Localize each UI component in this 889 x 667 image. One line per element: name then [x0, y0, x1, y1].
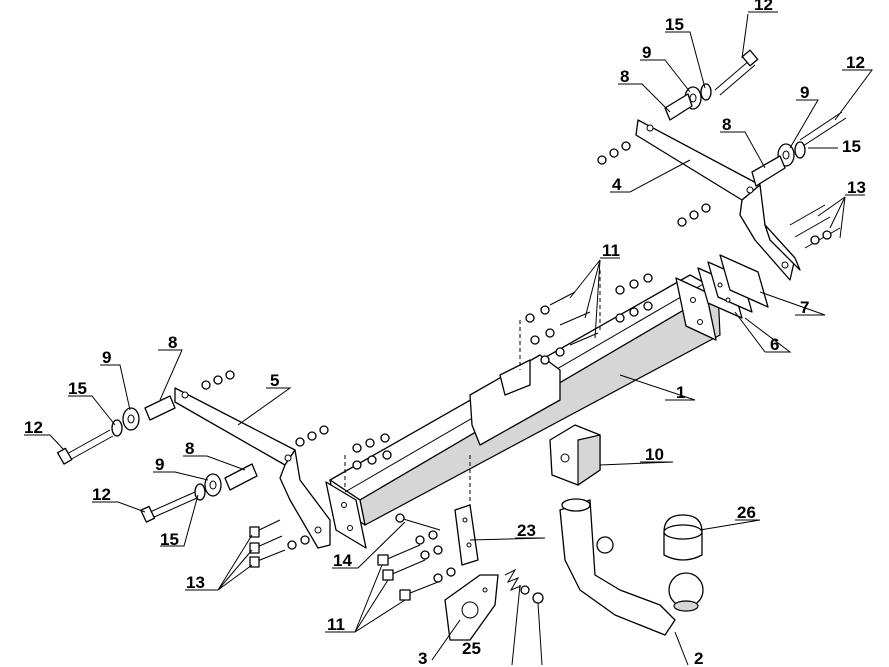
cross-beam	[325, 274, 721, 549]
socket-plate	[454, 504, 479, 566]
callout-11: 11	[602, 241, 620, 260]
callout-12: 12	[754, 0, 773, 14]
callout-7: 7	[800, 298, 809, 317]
callout-9: 9	[102, 348, 111, 367]
callout-13: 13	[847, 178, 866, 197]
callout-15: 15	[68, 379, 87, 398]
callout-5: 5	[270, 371, 279, 390]
callout-9: 9	[642, 43, 651, 62]
callout-10: 10	[645, 445, 664, 464]
tow-ball-neck	[559, 498, 704, 636]
callout-1: 1	[676, 383, 685, 402]
callout-11: 11	[327, 615, 345, 634]
callout-4: 4	[612, 175, 622, 194]
callout-15: 15	[160, 530, 179, 549]
callout-14: 14	[333, 551, 352, 570]
socket-bracket	[444, 574, 499, 641]
coupling-block	[549, 424, 601, 487]
callout-12: 12	[24, 418, 43, 437]
callout-26: 26	[737, 503, 756, 522]
callout-9: 9	[800, 83, 809, 102]
right-side-arm	[635, 119, 801, 281]
callout-15: 15	[665, 15, 684, 34]
callout-labels: 12 15 9 8 12 9 8 15 4 13 11 7 6 1 8 9 5 …	[24, 0, 866, 667]
callout-3: 3	[418, 649, 427, 667]
callout-12: 12	[92, 485, 111, 504]
callout-9: 9	[155, 455, 164, 474]
callout-8: 8	[185, 439, 194, 458]
callout-6: 6	[770, 335, 779, 354]
left-side-arm	[174, 387, 331, 549]
callout-8: 8	[722, 115, 731, 134]
callout-2: 2	[694, 649, 703, 667]
callout-8: 8	[168, 333, 177, 352]
callout-25: 25	[462, 639, 481, 658]
callout-8: 8	[620, 67, 629, 86]
callout-23: 23	[517, 521, 536, 540]
callout-13: 13	[186, 573, 205, 592]
ball-cap	[663, 514, 703, 561]
callout-15: 15	[842, 137, 861, 156]
callout-12: 12	[846, 53, 865, 72]
spacer-plates	[697, 254, 769, 319]
leader-lines	[24, 11, 873, 666]
